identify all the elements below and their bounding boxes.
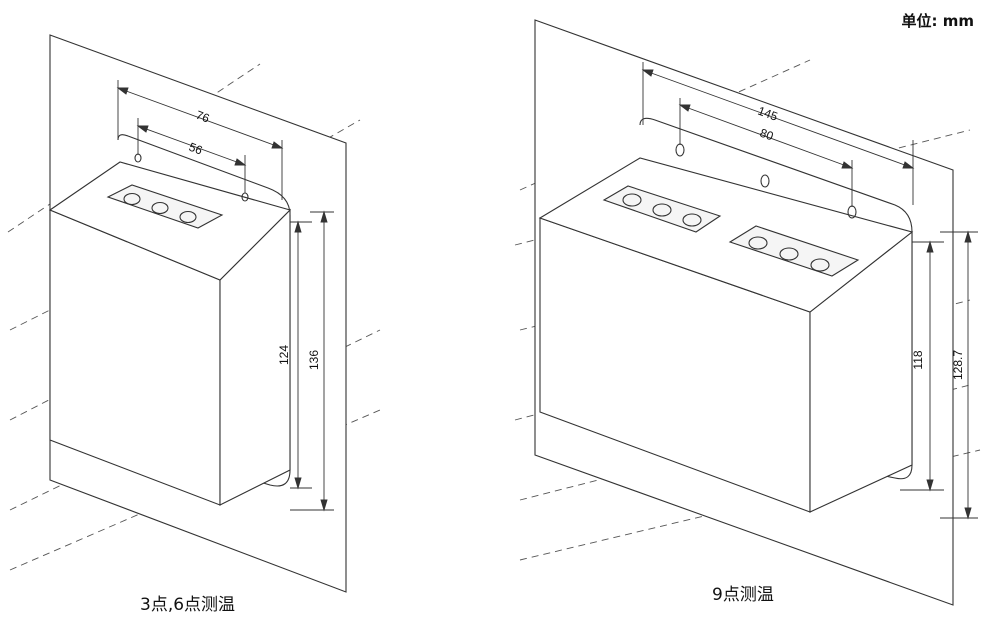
left-dim-hole-spacing: 56 — [187, 140, 205, 158]
left-dimensions — [116, 80, 334, 512]
right-dim-hole-spacing: 80 — [758, 126, 776, 144]
right-mounting-hole — [760, 174, 770, 188]
left-caption: 3点,6点测温 — [140, 595, 236, 615]
left-dim-inner-height: 124 — [277, 345, 291, 365]
left-assembly: 76 56 124 136 — [7, 34, 381, 593]
right-assembly: 145 80 118 128.7 — [514, 19, 981, 606]
left-dim-outer-width: 76 — [194, 108, 212, 126]
left-dim-outer-height: 136 — [307, 350, 321, 370]
left-terminal-hole — [123, 192, 141, 206]
right-terminal-block — [728, 225, 860, 277]
left-box-top — [48, 161, 292, 281]
right-terminal-hole — [622, 193, 642, 207]
left-terminal-hole — [151, 201, 169, 215]
left-terminal-hole — [179, 210, 197, 224]
right-terminal-hole — [810, 258, 830, 272]
right-dimensions — [641, 62, 978, 520]
left-terminal-block — [106, 184, 224, 229]
right-terminal-hole — [682, 213, 702, 227]
right-terminal-hole — [748, 236, 768, 250]
unit-label: 单位: mm — [901, 12, 974, 30]
right-dim-outer-width: 145 — [756, 104, 780, 124]
right-caption: 9点测温 — [712, 585, 774, 605]
left-flange — [117, 134, 291, 487]
right-terminal-hole — [779, 247, 799, 261]
right-terminal-block — [602, 185, 722, 233]
right-dim-outer-height: 128.7 — [951, 350, 965, 380]
right-terminal-hole — [652, 203, 672, 217]
right-flange — [639, 117, 913, 480]
right-dim-inner-height: 118 — [911, 350, 925, 369]
